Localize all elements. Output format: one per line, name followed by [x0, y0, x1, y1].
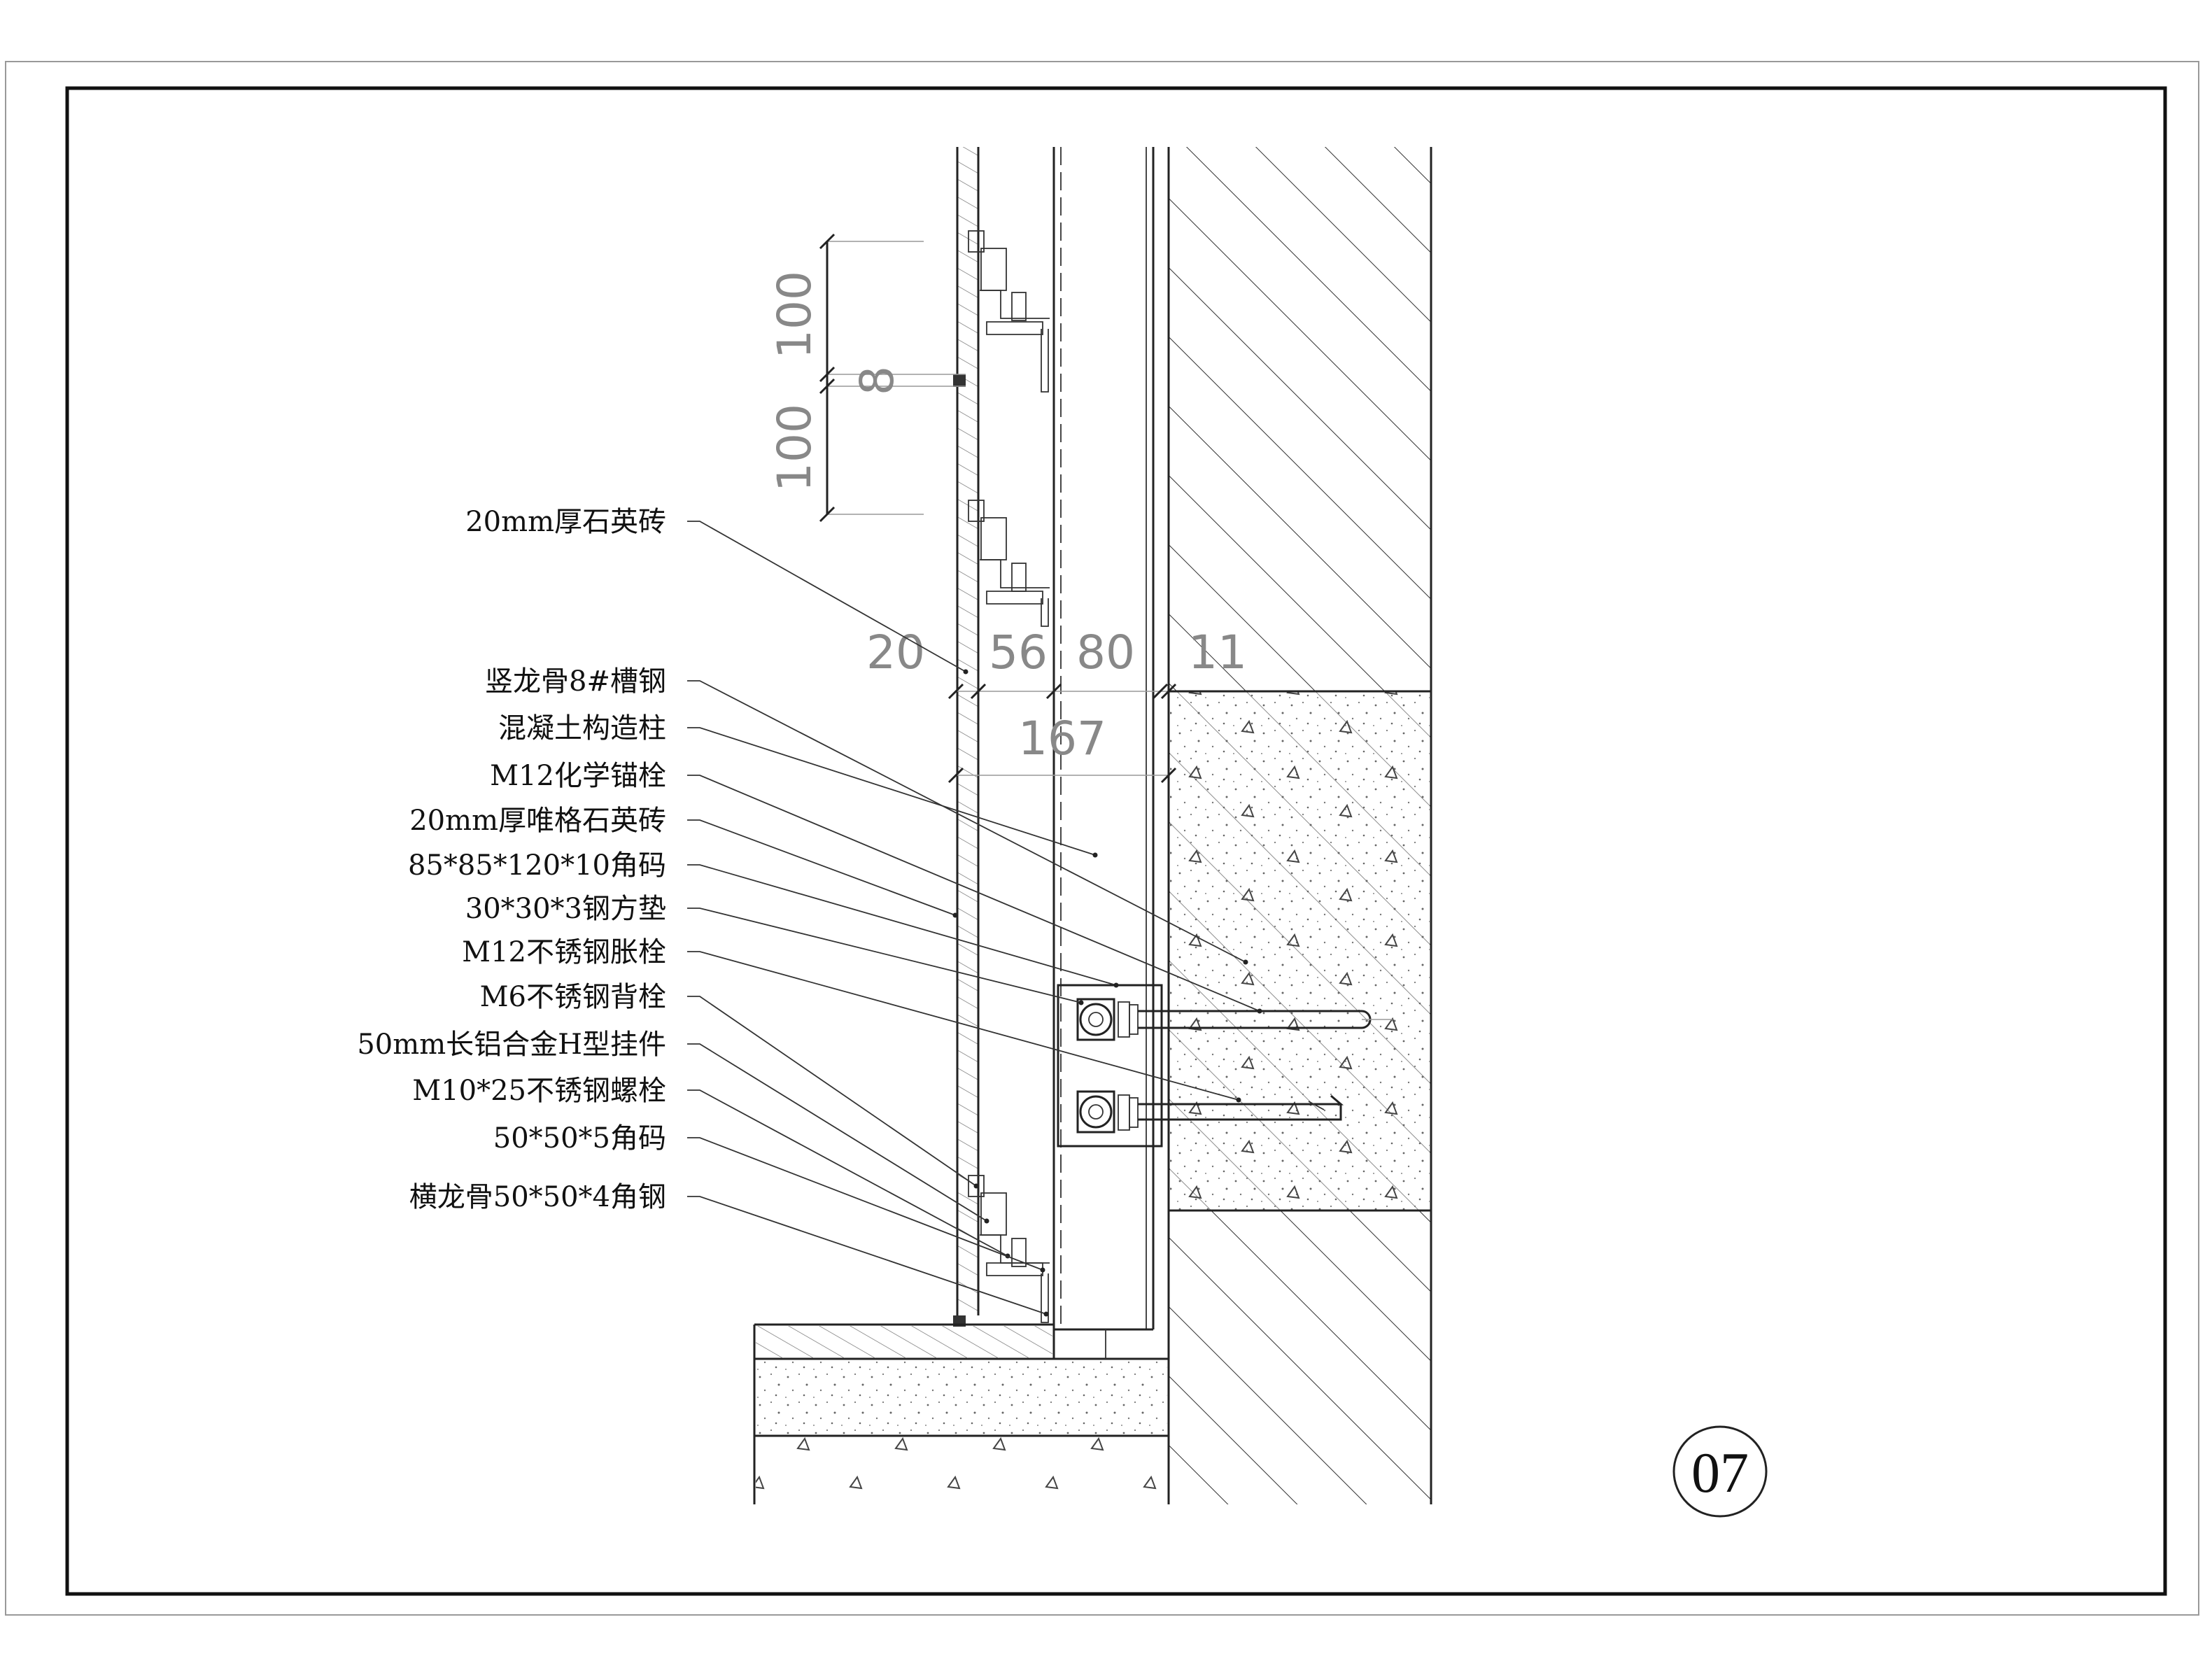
label-6: 85*85*120*10角码 — [408, 849, 666, 882]
leader-line-13 — [687, 1196, 1047, 1315]
leader-dot-6 — [1113, 982, 1119, 988]
detail-number-tag: 07 — [1672, 1425, 1768, 1518]
label-10: 50mm长铝合金H型挂件 — [357, 1029, 666, 1061]
label-11: M10*25不锈钢螺栓 — [412, 1075, 666, 1107]
leader-dot-13 — [1043, 1311, 1049, 1317]
label-8: M12不锈钢胀栓 — [462, 936, 666, 968]
leader-dot-1 — [963, 669, 968, 675]
label-2: 竖龙骨8#槽钢 — [485, 665, 666, 698]
h-hanger-top — [968, 230, 1050, 393]
h-hanger-bottom — [968, 1175, 1050, 1323]
floor-slab — [753, 1323, 1169, 1504]
dim-56: 56 — [989, 626, 1048, 679]
label-3: 混凝土构造柱 — [498, 712, 666, 744]
leader-line-11 — [687, 1089, 1008, 1257]
dim-80: 80 — [1076, 626, 1135, 679]
label-4: M12化学锚栓 — [490, 760, 666, 792]
stone-tile — [957, 147, 978, 1315]
leader-line-1 — [687, 521, 966, 672]
leader-line-12 — [687, 1137, 1043, 1271]
leader-line-5 — [687, 819, 956, 916]
leader-line-4 — [687, 775, 1260, 1012]
vertical-dimension: 100 8 100 — [768, 233, 966, 523]
detail-number: 07 — [1691, 1441, 1749, 1504]
dim-11: 11 — [1188, 626, 1247, 679]
dim-8: 8 — [850, 366, 904, 395]
label-5: 20mm厚唯格石英砖 — [409, 805, 666, 837]
dim-167: 167 — [1018, 712, 1106, 765]
leader-line-6 — [687, 864, 1117, 986]
dim-20: 20 — [866, 626, 925, 679]
leader-dot-7 — [1078, 1000, 1084, 1005]
leader-line-2 — [687, 680, 1246, 963]
h-hanger-mid — [968, 500, 1050, 627]
leader-dot-5 — [952, 912, 958, 918]
expansion-anchor — [1138, 1094, 1344, 1121]
dim-100-lower: 100 — [768, 404, 822, 492]
label-9: M6不锈钢背栓 — [480, 981, 666, 1013]
label-1: 20mm厚石英砖 — [465, 506, 666, 538]
leader-line-3 — [687, 727, 1096, 856]
leader-line-9 — [687, 996, 977, 1187]
horizontal-dimension: 20 56 80 11 167 — [866, 626, 1247, 784]
leader-dot-9 — [973, 1183, 979, 1189]
leader-line-8 — [687, 951, 1239, 1101]
outer-sheet-border — [5, 61, 2199, 1616]
leader-dot-2 — [1243, 959, 1248, 965]
label-7: 30*30*3钢方垫 — [465, 893, 666, 925]
drawing-frame — [65, 86, 2167, 1596]
chemical-anchor — [1138, 1010, 1393, 1029]
dim-100-upper: 100 — [768, 271, 822, 359]
leader-dot-12 — [1040, 1267, 1045, 1273]
label-13: 横龙骨50*50*4角钢 — [409, 1181, 666, 1213]
leader-dot-8 — [1236, 1097, 1241, 1103]
angle-bracket-plate — [1057, 984, 1163, 1148]
leader-line-7 — [687, 908, 1082, 1003]
leader-dot-4 — [1257, 1008, 1262, 1014]
label-12: 50*50*5角码 — [493, 1122, 666, 1155]
leader-dot-10 — [984, 1218, 989, 1224]
leader-line-10 — [687, 1043, 987, 1222]
leader-dot-3 — [1092, 852, 1098, 858]
